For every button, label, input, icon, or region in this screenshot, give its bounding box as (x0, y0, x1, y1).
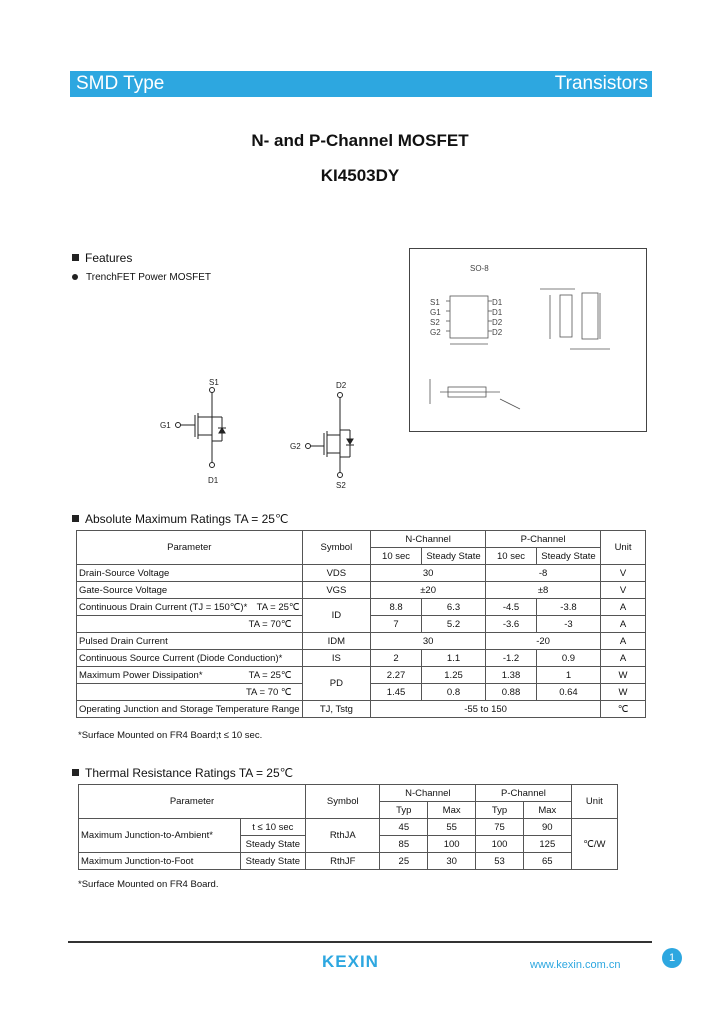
svg-text:S2: S2 (430, 318, 440, 327)
package-outline-box: SO-8 S1 G1 S2 G2 D1 D1 D2 D2 (409, 248, 647, 432)
abs-max-heading: Absolute Maximum Ratings TA = 25℃ (72, 512, 288, 526)
svg-text:D2: D2 (492, 328, 503, 337)
thermal-table: Parameter Symbol N-Channel P-Channel Uni… (77, 784, 619, 870)
svg-text:S1: S1 (430, 298, 440, 307)
svg-text:D2: D2 (492, 318, 503, 327)
features-heading: Features (72, 251, 132, 265)
table-row: Pulsed Drain Current IDM 30 -20 A (76, 632, 646, 650)
header-parameter: Parameter (76, 530, 303, 565)
bullet-dot-icon (72, 274, 78, 280)
table-row: Steady State 85 100 100 125 (79, 835, 618, 853)
footer-url[interactable]: www.kexin.com.cn (530, 959, 621, 971)
table-row: Operating Junction and Storage Temperatu… (76, 700, 646, 718)
abs-max-footnote: *Surface Mounted on FR4 Board;t ≤ 10 sec… (78, 730, 263, 741)
header-symbol: Symbol (301, 530, 372, 565)
table-header-row: Parameter Symbol N-Channel P-Channel Uni… (77, 784, 619, 819)
package-drawing: SO-8 S1 G1 S2 G2 D1 D1 D2 D2 (429, 264, 610, 410)
table-subheader-row: 10 sec Steady State 10 sec Steady State (77, 547, 646, 565)
bullet-square-icon (72, 515, 79, 522)
svg-text:G1: G1 (430, 308, 441, 317)
kexin-logo: KEXIN (322, 952, 379, 971)
header-p-channel: P-Channel (485, 530, 602, 548)
svg-text:D1: D1 (208, 476, 219, 485)
header-bar: SMD Type Transistors (70, 71, 652, 97)
table-row: Continuous Drain Current (TJ = 150℃)* TA… (76, 598, 646, 633)
bullet-square-icon (72, 769, 79, 776)
table-header-row: Parameter Symbol N-Channel P-Channel Uni… (76, 530, 646, 565)
svg-text:D2: D2 (336, 381, 347, 390)
svg-text:G2: G2 (290, 442, 301, 451)
part-number: KI4503DY (320, 166, 400, 185)
svg-text:S1: S1 (209, 378, 219, 387)
table-row: Maximum Junction-to-Foot Steady State Rt… (78, 852, 618, 870)
header-10sec: 10 sec (485, 547, 537, 565)
header-category: SMD Type (76, 73, 165, 94)
table-row: Maximum Power Dissipation* TA = 25℃ PD 2… (76, 666, 646, 701)
thermal-heading: Thermal Resistance Ratings TA = 25℃ (72, 766, 293, 780)
table-row: Continuous Source Current (Diode Conduct… (76, 649, 646, 667)
svg-text:SO-8: SO-8 (470, 264, 489, 273)
feature-item: TrenchFET Power MOSFET (72, 272, 211, 283)
svg-text:S2: S2 (336, 481, 346, 490)
svg-text:D1: D1 (492, 298, 503, 307)
mosfet-schematic: S1 D1 G1 D2 S2 G2 (160, 378, 354, 490)
header-product-type: Transistors (554, 73, 648, 94)
footer-divider (68, 941, 652, 943)
table-row: TA = 70 ℃ 1.45 0.8 0.88 0.64 W (76, 683, 646, 701)
header-n-channel: N-Channel (370, 530, 487, 548)
table-row: Drain-Source Voltage VDS 30 -8 V (76, 564, 646, 582)
table-subheader-row: Typ Max Typ Max (79, 801, 618, 819)
svg-text:G1: G1 (160, 421, 171, 430)
svg-text:D1: D1 (492, 308, 503, 317)
abs-max-table: Parameter Symbol N-Channel P-Channel Uni… (76, 530, 646, 718)
header-steady: Steady State (535, 547, 602, 565)
header-unit: Unit (600, 530, 646, 565)
header-steady: Steady State (420, 547, 487, 565)
page-number-badge: 1 (662, 948, 682, 968)
document-title: N- and P-Channel MOSFET (251, 131, 469, 150)
table-row: Maximum Junction-to-Ambient* t ≤ 10 sec … (78, 818, 619, 870)
header-10sec: 10 sec (370, 547, 422, 565)
bullet-square-icon (72, 254, 79, 261)
thermal-footnote: *Surface Mounted on FR4 Board. (78, 879, 219, 890)
table-row: Gate-Source Voltage VGS ±20 ±8 V (76, 581, 646, 599)
svg-text:G2: G2 (430, 328, 441, 337)
